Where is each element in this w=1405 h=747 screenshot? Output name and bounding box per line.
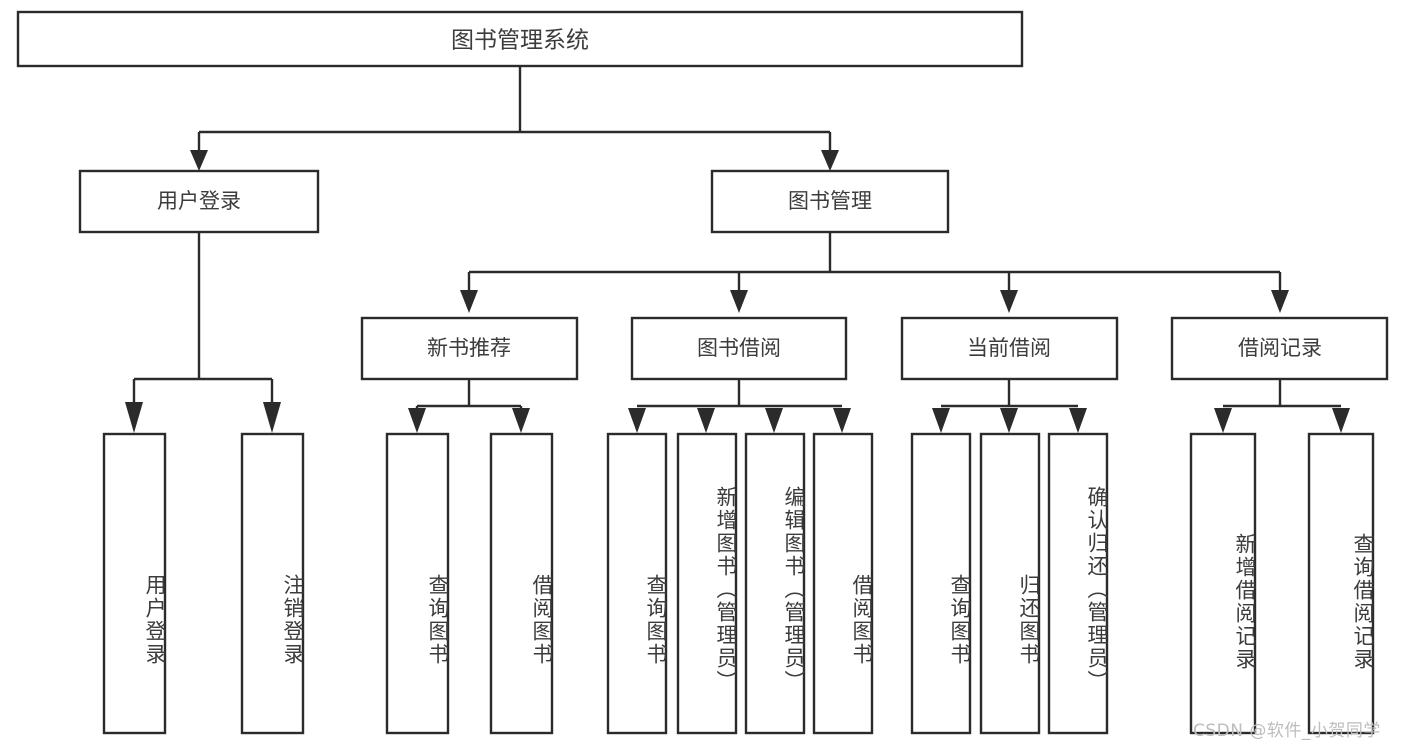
node-borrow-records-box[interactable]	[1170, 316, 1389, 381]
node-new-book-recommend[interactable]: 新书推荐	[360, 316, 579, 381]
leaf-box-bw-edit-book[interactable]	[744, 432, 806, 735]
node-book-borrow-box[interactable]	[630, 316, 848, 381]
arrow-head-rc-leaf-1	[1214, 408, 1232, 433]
node-new-book-recommend-label: 新书推荐	[427, 336, 511, 360]
arrow-head-bw-leaf-1	[628, 408, 646, 433]
connector-current-to-leaves	[932, 379, 1087, 433]
arrow-head-nb-leaf-1	[408, 408, 426, 433]
arrow-head-leaf-user-login	[125, 402, 143, 433]
node-new-book-recommend-box[interactable]	[360, 316, 579, 381]
arrow-head-records	[1271, 290, 1289, 313]
node-borrow-records[interactable]: 借阅记录	[1170, 316, 1389, 381]
node-book-management-label: 图书管理	[788, 189, 872, 213]
csdn-watermark: CSDN @软件_小贺同学	[1193, 721, 1381, 741]
node-book-management[interactable]: 图书管理	[710, 169, 950, 234]
leaf-box-bw-query-book[interactable]	[606, 432, 668, 735]
node-root[interactable]: 图书管理系统	[16, 10, 1024, 68]
leaf-box-user-login[interactable]	[102, 432, 167, 735]
leaf-box-nb-borrow-book[interactable]	[489, 432, 554, 735]
arrow-head-user-login	[190, 150, 208, 171]
node-current-borrow-box[interactable]	[900, 316, 1119, 381]
node-book-management-box[interactable]	[710, 169, 950, 234]
leaf-box-bw-add-book[interactable]	[676, 432, 738, 735]
node-user-login-label: 用户登录	[157, 189, 241, 213]
leaf-box-nb-query-book[interactable]	[385, 432, 450, 735]
node-user-login[interactable]: 用户登录	[78, 169, 320, 234]
arrow-head-leaf-logout	[263, 402, 281, 433]
node-borrow-records-label: 借阅记录	[1238, 336, 1322, 360]
connector-userlogin-to-leaves	[125, 232, 281, 433]
arrow-head-rc-leaf-2	[1332, 408, 1350, 433]
node-user-login-box[interactable]	[78, 169, 320, 234]
arrow-head-new-book	[460, 290, 478, 313]
arrow-head-cb-leaf-1	[932, 408, 950, 433]
connector-newbook-to-leaves	[408, 379, 530, 433]
leaf-box-cb-return-book[interactable]	[979, 432, 1041, 735]
node-current-borrow-label: 当前借阅	[967, 336, 1051, 360]
arrow-head-bw-leaf-4	[833, 408, 851, 433]
node-root-label: 图书管理系统	[451, 28, 589, 54]
connector-bookmanage-to-level2	[460, 232, 1289, 313]
leaf-box-logout[interactable]	[240, 432, 305, 735]
arrow-head-borrow	[730, 290, 748, 313]
arrow-head-bw-leaf-3	[765, 408, 783, 433]
node-current-borrow[interactable]: 当前借阅	[900, 316, 1119, 381]
arrow-head-current	[1000, 290, 1018, 313]
connector-records-to-leaves	[1214, 379, 1350, 433]
node-book-borrow[interactable]: 图书借阅	[630, 316, 848, 381]
leaf-box-rc-add-record[interactable]	[1189, 432, 1257, 735]
arrow-head-cb-leaf-2	[1000, 408, 1018, 433]
arrow-head-bw-leaf-2	[697, 408, 715, 433]
arrow-head-nb-leaf-2	[512, 408, 530, 433]
arrow-head-cb-leaf-3	[1069, 408, 1087, 433]
leaf-box-cb-query-book[interactable]	[910, 432, 972, 735]
node-root-box[interactable]	[16, 10, 1024, 68]
connector-root-to-level1	[190, 66, 839, 171]
node-book-borrow-label: 图书借阅	[697, 336, 781, 360]
arrow-head-book-manage	[821, 150, 839, 171]
connector-borrow-to-leaves	[628, 379, 851, 433]
leaf-box-bw-borrow-book[interactable]	[812, 432, 874, 735]
leaf-box-cb-confirm-return[interactable]	[1047, 432, 1109, 735]
leaf-box-rc-query-record[interactable]	[1307, 432, 1375, 735]
